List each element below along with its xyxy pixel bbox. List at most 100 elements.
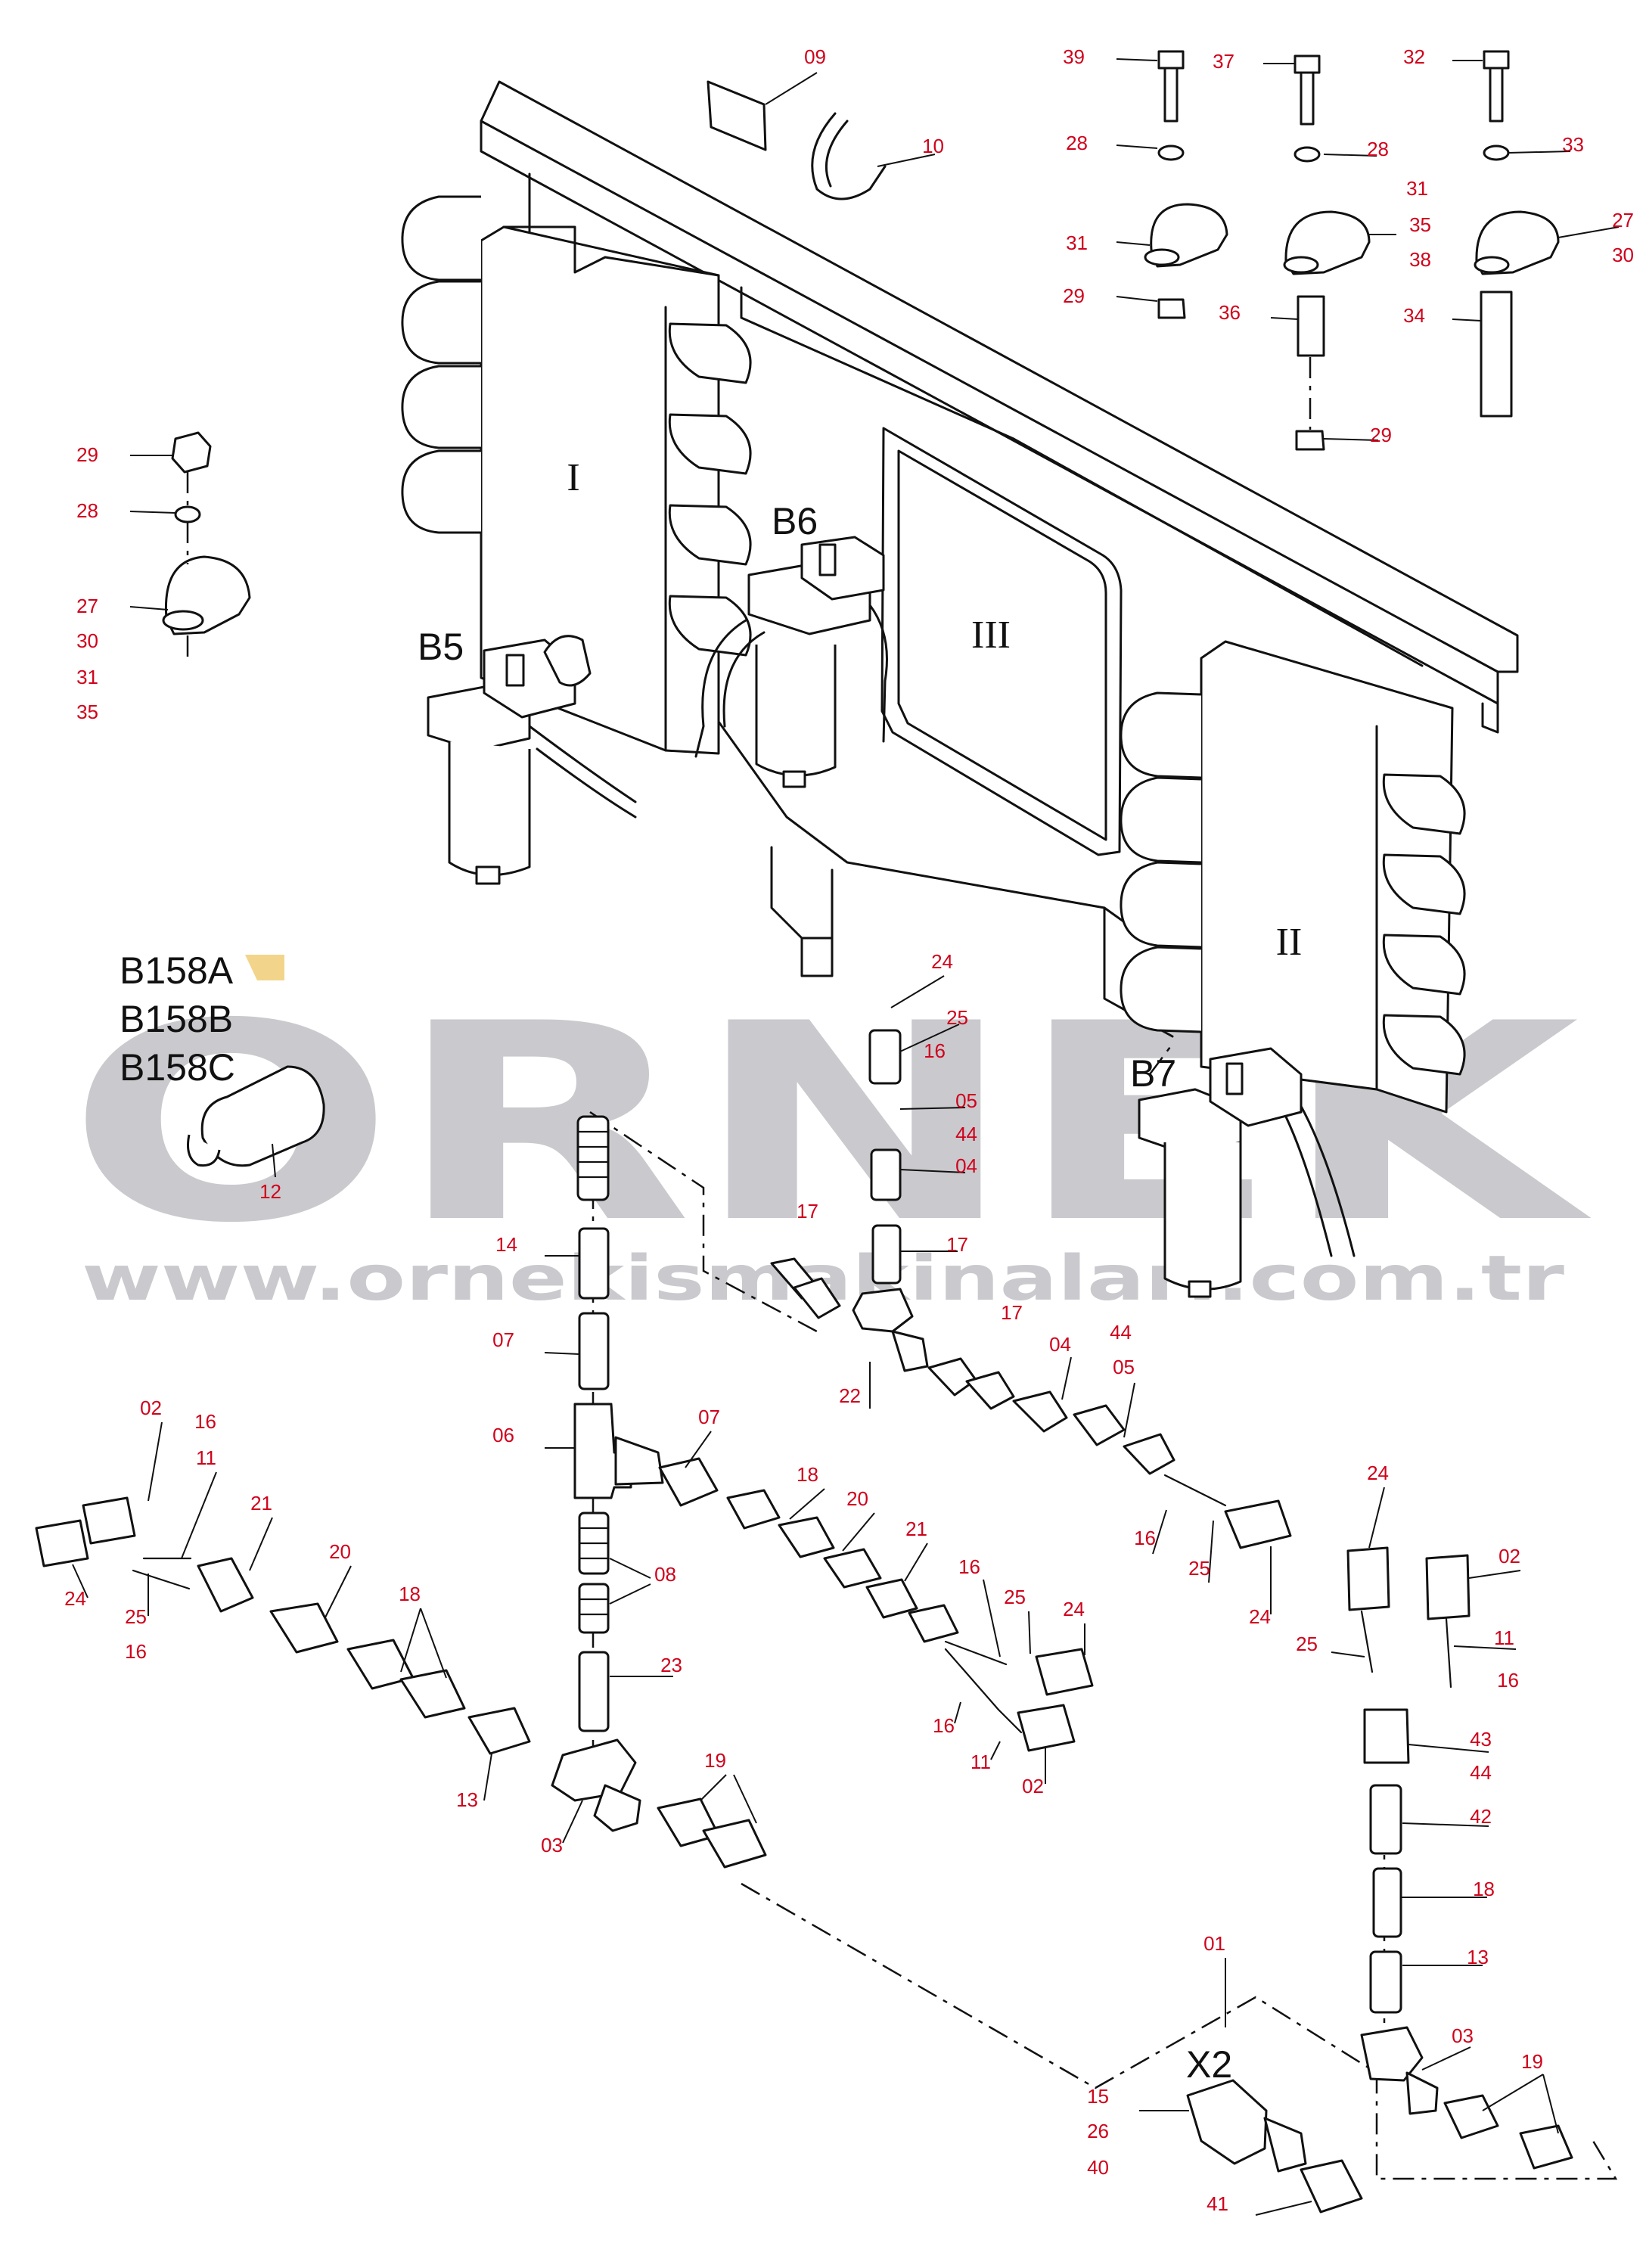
part-label: 16 <box>1134 1527 1156 1549</box>
part-label: 28 <box>76 499 98 522</box>
part-label: 08 <box>654 1563 676 1586</box>
part-label: 06 <box>492 1424 514 1446</box>
part-label: 24 <box>64 1587 86 1610</box>
part-label: 28 <box>1066 132 1088 154</box>
part-label: 24 <box>1249 1605 1271 1628</box>
part-label: 05 <box>955 1089 977 1112</box>
part-label: 26 <box>1087 2120 1109 2142</box>
part-label: 11 <box>1494 1626 1514 1649</box>
part-label: 25 <box>1004 1586 1026 1608</box>
leader-lines <box>72 975 1559 2216</box>
valve-frame <box>480 80 1519 1038</box>
part-label: 24 <box>1063 1598 1085 1620</box>
part-label: 01 <box>1203 1932 1225 1955</box>
part-label: 07 <box>698 1406 720 1428</box>
part-label: 44 <box>1470 1761 1492 1784</box>
part-label: 34 <box>1403 304 1425 327</box>
filter-b7: B7 <box>1130 1047 1356 1298</box>
part-label: 42 <box>1470 1805 1492 1828</box>
part-label: 16 <box>924 1039 946 1062</box>
part-label: 27 <box>1612 209 1634 231</box>
part-label: 16 <box>933 1714 955 1737</box>
connector-x2-label: X2 <box>1186 2043 1232 2086</box>
sensor-b7-label: B7 <box>1130 1052 1176 1095</box>
part-label: 35 <box>1409 213 1431 236</box>
part-label: 17 <box>1001 1301 1023 1324</box>
part-label: 16 <box>1497 1669 1519 1692</box>
part-label: 32 <box>1403 45 1425 68</box>
part-label: 02 <box>1498 1545 1520 1567</box>
sensor-b158b-label: B158B <box>120 998 233 1040</box>
filter-b6: B6 <box>694 500 888 788</box>
clamp-assembly-left <box>129 431 251 658</box>
part-label: 25 <box>1296 1633 1318 1655</box>
part-label: 30 <box>76 629 98 652</box>
part-label: 05 <box>1113 1356 1135 1378</box>
part-label: 23 <box>660 1654 682 1676</box>
part-label: 19 <box>1521 2050 1543 2073</box>
part-label: 02 <box>140 1397 162 1419</box>
part-label: 11 <box>196 1446 216 1469</box>
part-label: 29 <box>1063 284 1085 307</box>
part-label: 17 <box>797 1200 818 1223</box>
part-label: 11 <box>971 1751 991 1773</box>
valve-block-ii: II <box>1120 640 1466 1114</box>
clamp-assemblies <box>1116 50 1620 451</box>
part-label: 02 <box>1022 1775 1044 1797</box>
part-label: 25 <box>1188 1557 1210 1580</box>
part-label: 16 <box>194 1410 216 1433</box>
part-label: 07 <box>492 1328 514 1351</box>
tape-and-tie <box>707 72 936 200</box>
valve-block-iii-label: III <box>971 614 1011 657</box>
part-label: 10 <box>922 135 944 157</box>
part-label: 21 <box>250 1492 272 1515</box>
part-label: 36 <box>1219 301 1241 324</box>
sensor-b158a-label: B158A <box>120 949 234 992</box>
sensor-b158c-label: B158C <box>120 1046 235 1089</box>
part-label: 25 <box>125 1605 147 1628</box>
part-label: 24 <box>931 950 953 973</box>
part-label: 12 <box>259 1180 281 1203</box>
part-label: 38 <box>1409 248 1431 271</box>
part-label: 17 <box>946 1233 968 1256</box>
part-label: 04 <box>1049 1333 1071 1356</box>
part-label: 25 <box>946 1006 968 1029</box>
part-label: 41 <box>1207 2192 1228 2215</box>
part-label: 30 <box>1612 244 1634 266</box>
part-label: 15 <box>1087 2085 1109 2108</box>
sensor-b5-label: B5 <box>418 626 464 668</box>
part-label: 22 <box>839 1384 861 1407</box>
part-label: 18 <box>1473 1878 1495 1900</box>
valve-block-i: I <box>401 195 752 755</box>
part-label: 21 <box>905 1518 927 1540</box>
hose-fitting-assembly: X2 <box>35 1029 1618 2214</box>
filter-b5: B5 <box>418 626 637 885</box>
part-label: 19 <box>704 1749 726 1772</box>
part-label: 13 <box>456 1788 478 1811</box>
part-label: 29 <box>76 443 98 466</box>
part-label: 27 <box>76 595 98 617</box>
part-label: 31 <box>1066 231 1088 254</box>
part-label: 39 <box>1063 45 1085 68</box>
part-label: 03 <box>1452 2024 1474 2047</box>
part-label: 35 <box>76 701 98 723</box>
part-label: 40 <box>1087 2156 1109 2179</box>
part-label: 03 <box>541 1834 563 1856</box>
part-label: 13 <box>1467 1946 1489 1968</box>
part-label: 43 <box>1470 1728 1492 1751</box>
sensor-b6-label: B6 <box>772 500 818 542</box>
part-label: 18 <box>797 1463 818 1486</box>
part-label: 37 <box>1213 50 1234 73</box>
part-label: 24 <box>1367 1462 1389 1484</box>
part-label: 28 <box>1367 138 1389 160</box>
valve-block-i-label: I <box>567 456 579 499</box>
part-label: 16 <box>958 1555 980 1578</box>
part-label: 31 <box>76 666 98 688</box>
part-label: 33 <box>1562 133 1584 156</box>
valve-block-ii-label: II <box>1276 921 1303 964</box>
part-label: 44 <box>955 1123 977 1145</box>
part-label: 14 <box>495 1233 517 1256</box>
part-label: 29 <box>1370 424 1392 446</box>
pressure-sensor-b158: B158A B158B B158C <box>120 949 325 1178</box>
